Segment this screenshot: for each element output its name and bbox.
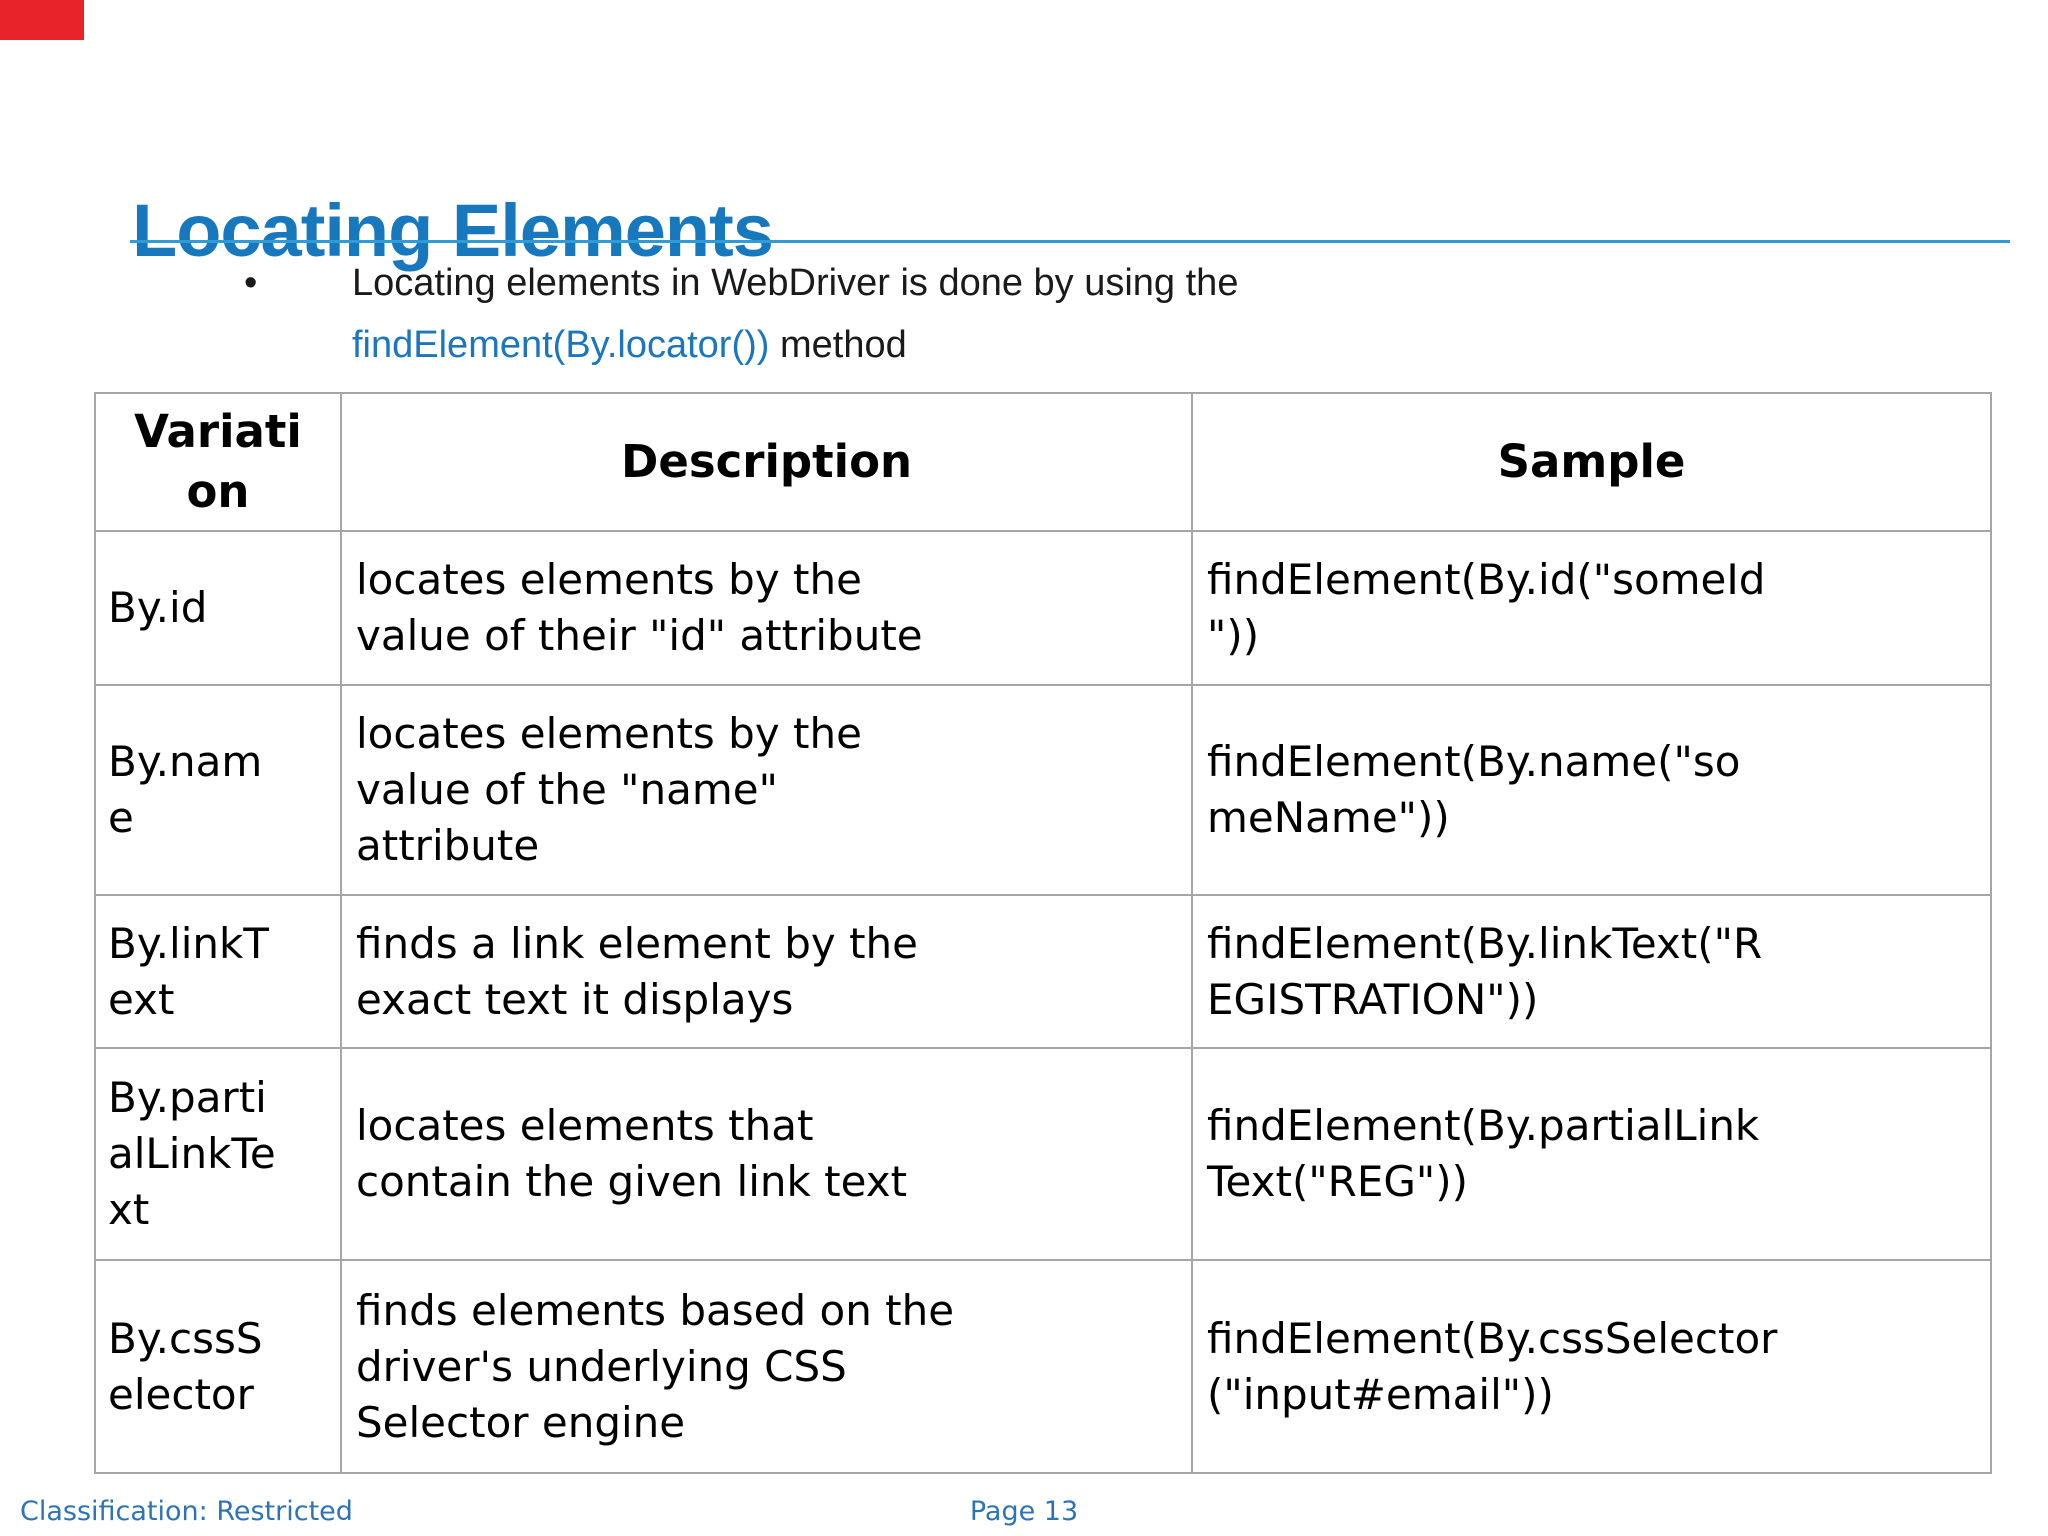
col-header-sample: Sample xyxy=(1191,392,1992,532)
col-header-description: Description xyxy=(340,392,1193,532)
cell-sample: findElement(By.cssSelector ("input#email… xyxy=(1191,1259,1992,1474)
cell-description: locates elements by the value of their "… xyxy=(340,530,1193,686)
cell-sample: findElement(By.id("someId ")) xyxy=(1191,530,1992,686)
red-corner-marker xyxy=(0,0,84,40)
page-title: Locating Elements xyxy=(132,188,774,272)
cell-variation: By.id xyxy=(94,530,342,686)
cell-description: locates elements that contain the given … xyxy=(340,1047,1193,1261)
bullet-marker: • xyxy=(244,262,258,304)
table-row: By.nam e locates elements by the value o… xyxy=(94,684,1992,896)
bullet-line1: Locating elements in WebDriver is done b… xyxy=(352,262,1239,304)
table-row: By.id locates elements by the value of t… xyxy=(94,530,1992,686)
bullet-code-text: findElement(By.locator()) xyxy=(352,324,770,366)
table-row: By.cssS elector finds elements based on … xyxy=(94,1259,1992,1474)
table-row: By.linkT ext finds a link element by the… xyxy=(94,894,1992,1049)
bullet-suffix: method xyxy=(769,324,907,366)
cell-variation: By.cssS elector xyxy=(94,1259,342,1474)
cell-variation: By.parti alLinkTe xt xyxy=(94,1047,342,1261)
bullet-text: Locating elements in WebDriver is done b… xyxy=(352,252,1772,376)
cell-sample: findElement(By.partialLink Text("REG")) xyxy=(1191,1047,1992,1261)
cell-sample: findElement(By.linkText("R EGISTRATION")… xyxy=(1191,894,1992,1049)
table-header-row: Variati on Description Sample xyxy=(94,392,1992,532)
cell-description: finds elements based on the driver's und… xyxy=(340,1259,1193,1474)
footer-classification: Classification: Restricted xyxy=(20,1496,353,1527)
table-row: By.parti alLinkTe xt locates elements th… xyxy=(94,1047,1992,1261)
cell-sample: findElement(By.name("so meName")) xyxy=(1191,684,1992,896)
title-underline-divider xyxy=(130,240,2010,243)
cell-variation: By.linkT ext xyxy=(94,894,342,1049)
cell-description: locates elements by the value of the "na… xyxy=(340,684,1193,896)
cell-variation: By.nam e xyxy=(94,684,342,896)
cell-description: finds a link element by the exact text i… xyxy=(340,894,1193,1049)
bullet-item: • Locating elements in WebDriver is done… xyxy=(244,252,1772,376)
locators-table: Variati on Description Sample By.id loca… xyxy=(94,392,1992,1474)
col-header-variation: Variati on xyxy=(94,392,342,532)
footer-page-number: Page 13 xyxy=(969,1496,1079,1527)
